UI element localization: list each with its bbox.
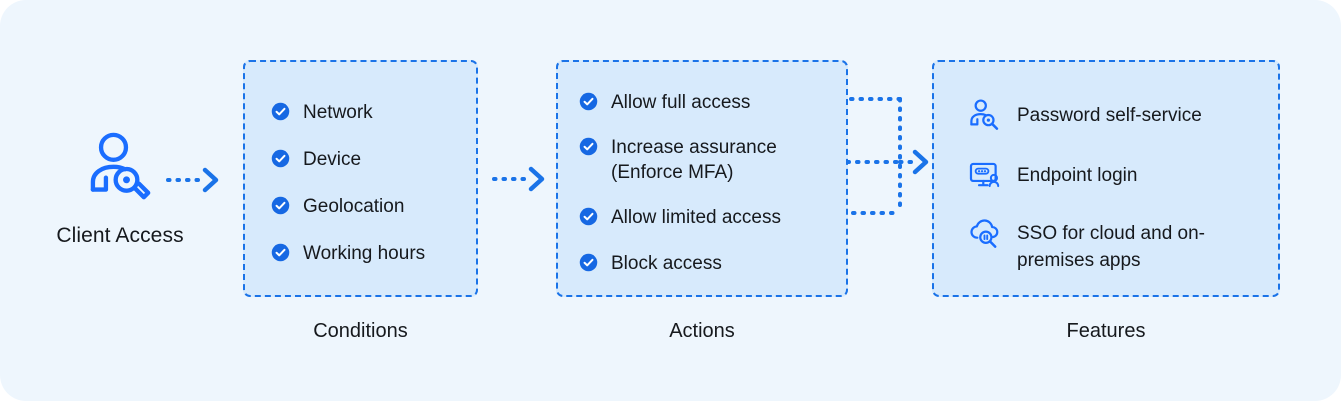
group-features: Password self-service Endpoint login bbox=[932, 60, 1280, 297]
list-item: Device bbox=[271, 147, 361, 172]
list-item: Allow full access bbox=[579, 90, 750, 115]
cloud-search-icon bbox=[970, 219, 999, 248]
list-item: Allow limited access bbox=[579, 205, 781, 230]
group-label-features: Features bbox=[1066, 320, 1146, 342]
list-item-label: SSO for cloud and on- premises apps bbox=[1017, 223, 1205, 271]
list-item: SSO for cloud and on- premises apps bbox=[968, 219, 1205, 274]
user-key-search-icon bbox=[90, 132, 151, 200]
check-circle-icon bbox=[271, 243, 290, 262]
monitor-user-login-icon bbox=[969, 162, 1000, 188]
group-actions: Allow full access Increase assurance (En… bbox=[556, 60, 848, 297]
list-item-label: Allow limited access bbox=[611, 207, 781, 228]
list-item-label: Device bbox=[303, 149, 362, 170]
list-item: Increase assurance (Enforce MFA) bbox=[579, 135, 777, 185]
group-conditions: Network Device Geolocation bbox=[243, 60, 478, 297]
check-circle-icon bbox=[579, 207, 598, 226]
list-item-label: Allow full access bbox=[611, 92, 751, 113]
list-item-label: Increase assurance (Enforce MFA) bbox=[611, 137, 777, 183]
list-item-label: Block access bbox=[611, 253, 722, 274]
list-item: Block access bbox=[579, 251, 722, 276]
group-label-conditions: Conditions bbox=[313, 320, 408, 342]
user-search-icon bbox=[970, 99, 999, 130]
list-item-label: Geolocation bbox=[303, 196, 405, 217]
list-item-label: Endpoint login bbox=[1017, 165, 1138, 186]
list-item: Endpoint login bbox=[968, 162, 1137, 192]
check-circle-icon bbox=[271, 102, 290, 121]
list-item: Geolocation bbox=[271, 194, 404, 219]
list-item-label: Working hours bbox=[303, 243, 426, 264]
check-circle-icon bbox=[271, 149, 290, 168]
list-item: Password self-service bbox=[968, 99, 1202, 132]
client-access-node: Client Access bbox=[40, 130, 200, 248]
check-circle-icon bbox=[579, 92, 598, 111]
group-label-actions: Actions bbox=[669, 320, 735, 342]
list-item-label: Network bbox=[303, 102, 373, 123]
client-access-label: Client Access bbox=[56, 224, 184, 247]
list-item: Working hours bbox=[271, 241, 425, 266]
check-circle-icon bbox=[271, 196, 290, 215]
list-item-label: Password self-service bbox=[1017, 105, 1202, 126]
check-circle-icon bbox=[579, 137, 598, 156]
check-circle-icon bbox=[579, 253, 598, 272]
list-item: Network bbox=[271, 100, 373, 125]
